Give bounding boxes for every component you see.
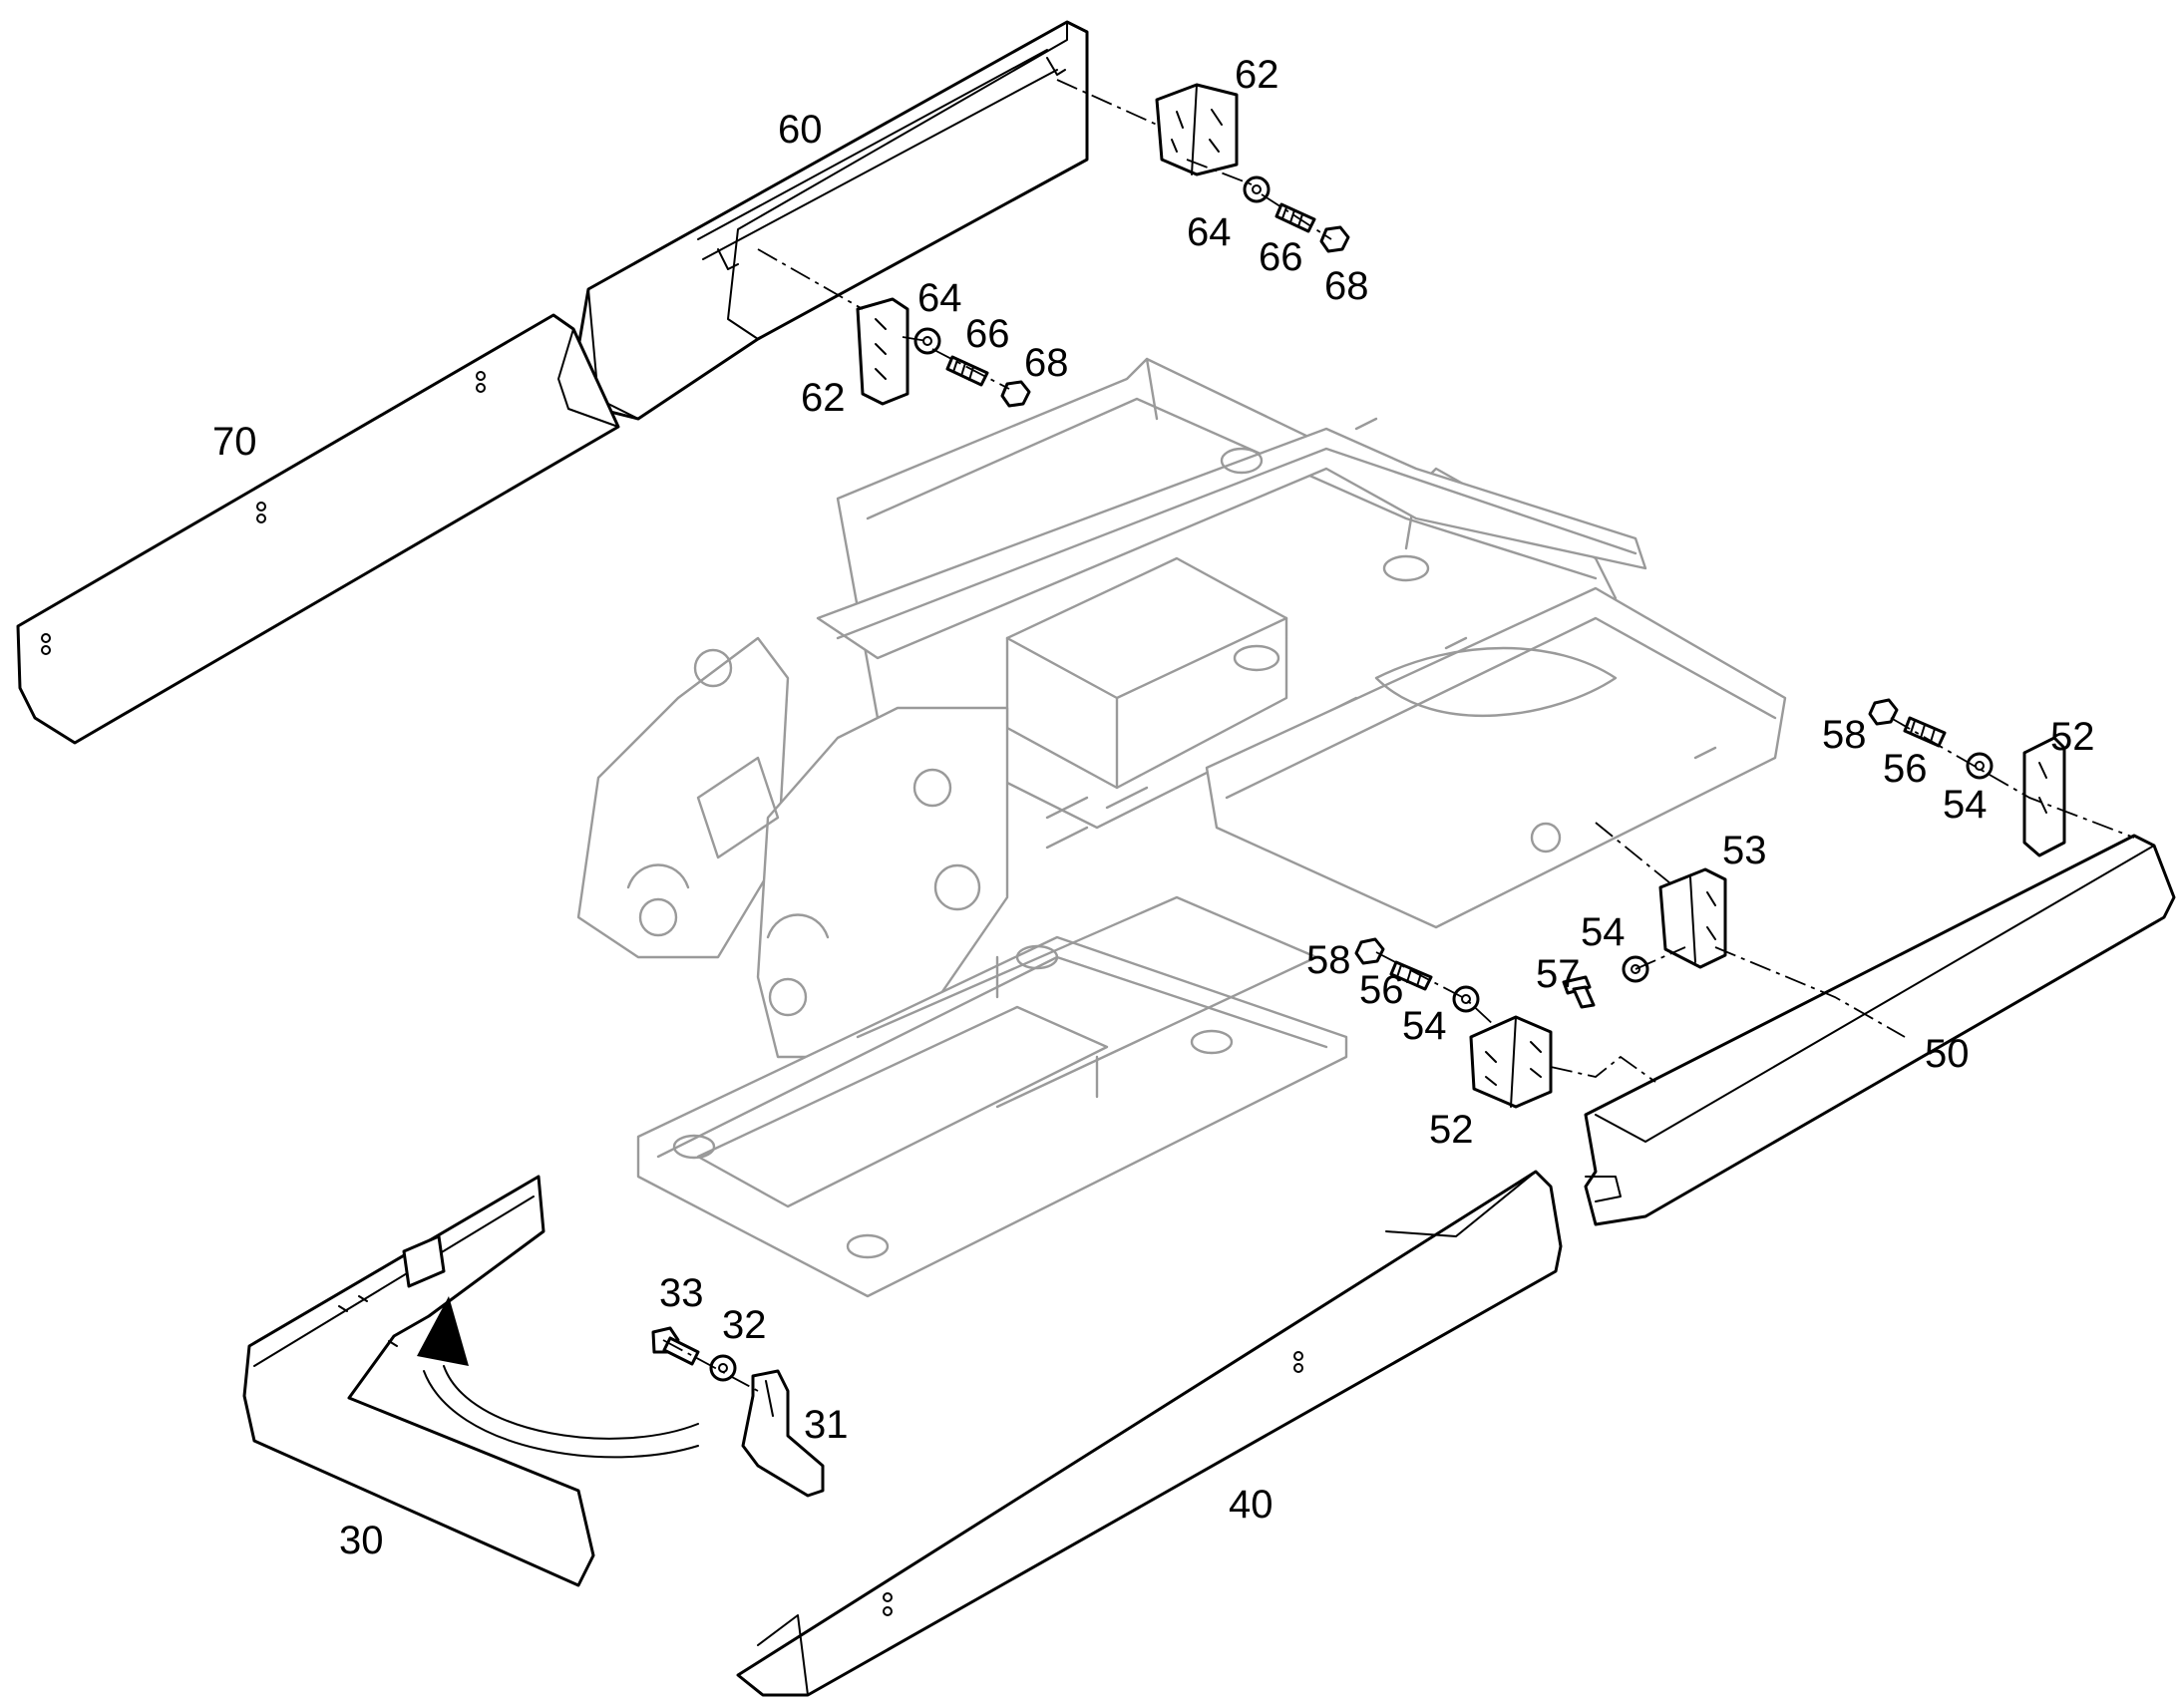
callout-52: 52: [2050, 715, 2095, 759]
callout-33: 33: [659, 1271, 704, 1315]
callout-62: 62: [801, 376, 846, 420]
fasteners-left: [651, 1326, 737, 1382]
callout-68: 68: [1024, 341, 1069, 385]
callout-68: 68: [1324, 264, 1369, 308]
callout-labels: 60 62 64 66 68 64 66 68 62 70 58 56 52 5…: [212, 53, 2095, 1562]
callout-66: 66: [965, 312, 1010, 356]
installation-arrow: [417, 1296, 699, 1459]
callout-54: 54: [1402, 1004, 1447, 1048]
part-50-cover: [1584, 834, 2176, 1226]
callout-60: 60: [778, 108, 823, 152]
callout-56: 56: [1883, 747, 1928, 791]
callout-54: 54: [1943, 783, 1988, 827]
callout-56: 56: [1359, 968, 1404, 1012]
callout-32: 32: [722, 1303, 767, 1347]
fasteners-center: [913, 327, 1031, 408]
machine-frame: [576, 357, 1787, 1298]
callout-66: 66: [1259, 235, 1303, 279]
fasteners-right-lower: [1354, 937, 1649, 1013]
part-30-cover: [242, 1175, 595, 1587]
bracket-62-upper: [1155, 83, 1239, 176]
bracket-52-lower: [1469, 1015, 1553, 1109]
callout-58: 58: [1306, 938, 1351, 982]
callout-50: 50: [1925, 1032, 1970, 1076]
arrow-head-icon: [417, 1296, 469, 1366]
callout-64: 64: [917, 276, 962, 320]
callout-58: 58: [1822, 713, 1867, 757]
callout-64: 64: [1187, 210, 1232, 254]
part-40-cover: [736, 1170, 1563, 1697]
callout-70: 70: [212, 420, 257, 464]
callout-53: 53: [1722, 829, 1767, 872]
callout-31: 31: [804, 1403, 849, 1447]
callout-30: 30: [339, 1519, 384, 1562]
bracket-31: [741, 1369, 825, 1498]
leader-lines: [662, 79, 2135, 1392]
callout-57: 57: [1536, 952, 1581, 996]
bracket-52-upper: [2022, 736, 2066, 857]
callout-52: 52: [1429, 1108, 1474, 1152]
bracket-53: [1658, 867, 1727, 969]
bracket-62-lower: [856, 297, 909, 406]
part-70-cover: [16, 313, 620, 745]
callout-62: 62: [1235, 53, 1279, 97]
callout-54: 54: [1581, 910, 1626, 954]
part-60-cover: [574, 20, 1089, 421]
callout-40: 40: [1229, 1483, 1273, 1527]
